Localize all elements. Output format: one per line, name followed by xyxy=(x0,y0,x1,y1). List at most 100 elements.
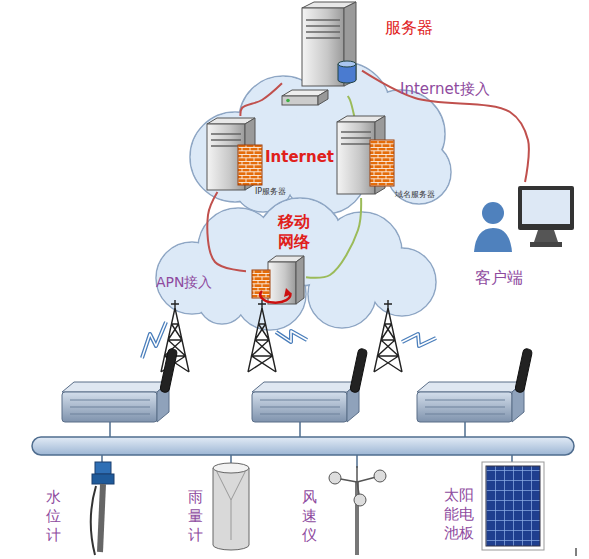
router-icon xyxy=(282,90,328,96)
dtu-module xyxy=(417,382,524,392)
dtu-module xyxy=(347,382,359,422)
rain-gauge-icon xyxy=(213,463,249,550)
node-label: 风速仪 xyxy=(302,488,318,544)
node-label: 水位计 xyxy=(46,488,62,544)
dtu-module xyxy=(252,392,347,422)
ip-server-icon xyxy=(207,124,245,190)
dtu-module xyxy=(62,382,169,392)
network-link xyxy=(306,198,361,278)
dtu-module xyxy=(62,348,533,422)
gateway-icon xyxy=(284,288,292,297)
dns-server-icon xyxy=(370,140,394,186)
node-label: Internet xyxy=(265,148,334,167)
dtu-module xyxy=(70,400,150,414)
solar-panel-icon xyxy=(482,462,544,550)
rain-gauge-icon xyxy=(216,470,246,540)
wireless-signal xyxy=(276,331,307,342)
anemometer-icon xyxy=(335,466,380,500)
client-icon xyxy=(474,228,512,252)
water-level-icon xyxy=(92,474,114,484)
router-icon xyxy=(286,99,290,103)
node-label: 客户端 xyxy=(475,268,523,288)
dns-server-icon xyxy=(337,122,375,194)
router-icon xyxy=(282,96,318,105)
dtu-module xyxy=(417,392,512,422)
anemometer-icon xyxy=(355,482,359,555)
client-terminal: 客户端 xyxy=(465,182,580,254)
node-label: APN接入 xyxy=(156,274,213,292)
dns-server-icon xyxy=(341,132,371,144)
main-server-icon xyxy=(338,64,356,83)
bus-wire xyxy=(32,422,576,556)
tower-symbol xyxy=(161,300,189,372)
gateway-icon xyxy=(260,291,290,303)
gateway-icon xyxy=(252,270,270,298)
client-icon xyxy=(482,202,504,224)
wireless-signal xyxy=(276,331,307,342)
solar-panel: 太阳能电池板 xyxy=(442,456,552,558)
anemometer-icon xyxy=(374,470,386,482)
water-level-icon xyxy=(95,462,111,474)
tower-symbol xyxy=(161,300,402,372)
network-link xyxy=(348,96,354,116)
ip-server-icon xyxy=(245,118,255,190)
gateway-icon xyxy=(268,262,296,304)
dtu-module xyxy=(252,382,359,392)
water-level-icon xyxy=(100,484,103,552)
router-icon xyxy=(318,90,328,105)
solar-panel-icon xyxy=(482,462,544,550)
anemometer-icon xyxy=(354,494,366,506)
ip-server: IP服务器 xyxy=(203,116,263,192)
link-label: Internet接入 xyxy=(400,80,490,99)
rain-gauge-icon xyxy=(213,463,249,473)
dns-server: 域名服务器 xyxy=(333,116,397,198)
rain-gauge-icon xyxy=(213,468,249,550)
dns-server-icon xyxy=(375,116,385,194)
water-level-icon xyxy=(91,462,114,555)
dtu-module xyxy=(425,400,505,414)
node-label: IP服务器 xyxy=(255,187,286,197)
dtu-module xyxy=(515,348,533,393)
cloud-fill xyxy=(309,261,375,327)
bus-wire xyxy=(32,437,574,455)
anemometer-icon xyxy=(329,466,386,555)
wireless-signal xyxy=(142,322,436,358)
solar-panel-icon xyxy=(486,466,540,546)
main-server-icon xyxy=(338,61,356,67)
ip-server-icon xyxy=(238,145,262,185)
wireless-signal xyxy=(402,334,436,346)
client-icon xyxy=(522,190,570,224)
dns-server-icon xyxy=(337,116,394,194)
main-server-icon xyxy=(302,2,356,8)
ip-server-icon xyxy=(211,134,241,146)
water-level-icon xyxy=(91,486,96,555)
water-level-sensor: 水位计 xyxy=(44,456,124,558)
main-server-icon xyxy=(306,20,340,38)
dtu-module xyxy=(350,348,368,393)
client-icon xyxy=(474,186,574,252)
node-label: 域名服务器 xyxy=(395,190,435,200)
main-server-icon xyxy=(302,8,344,86)
mobile-cloud: 移动 网络 APN接入 xyxy=(140,196,440,324)
cloud-fill xyxy=(369,249,435,315)
dtu-module xyxy=(157,382,169,422)
ip-server-icon xyxy=(207,118,262,190)
gateway-icon xyxy=(268,256,304,262)
gateway-icon xyxy=(296,256,304,304)
rain-gauge: 雨量计 xyxy=(186,456,256,558)
ip-server-icon xyxy=(207,118,255,124)
tower-symbol xyxy=(248,300,276,372)
gateway-icon xyxy=(252,256,304,304)
node-label: 移动 网络 xyxy=(278,212,314,252)
dtu-module xyxy=(62,392,157,422)
tower-symbol xyxy=(374,300,402,372)
anemometer: 风速仪 xyxy=(300,456,388,558)
client-icon xyxy=(530,242,562,247)
cloud-fill xyxy=(388,141,450,203)
main-server-icon xyxy=(344,2,356,86)
